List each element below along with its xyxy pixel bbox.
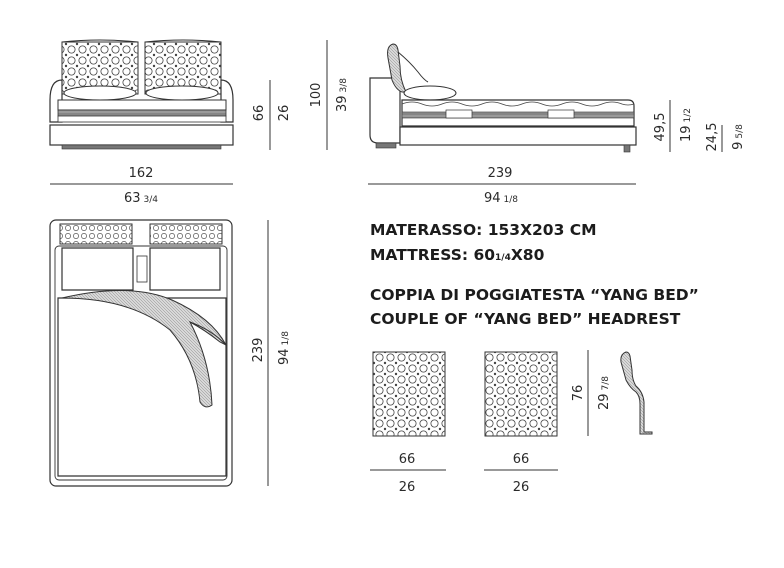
headrest-left-width-cm: 66 <box>399 452 416 467</box>
side-mattress-height-in: 191/2 <box>679 108 694 142</box>
headrest-panel-right <box>484 351 558 437</box>
front-pillow-right <box>145 85 219 101</box>
front-width-cm: 162 <box>129 166 154 181</box>
front-headboard-in: 26 <box>277 105 292 122</box>
top-folded-sheet <box>61 289 228 408</box>
front-headrest-right <box>144 41 222 95</box>
front-mattress <box>57 99 227 111</box>
top-headrest-left <box>59 223 133 245</box>
side-length-cm: 239 <box>488 166 513 181</box>
mattress-size-en: MATTRESS: 601/4X80 <box>370 246 545 264</box>
front-headrest-left <box>61 41 139 95</box>
headrest-left-width-in: 26 <box>399 480 416 495</box>
side-frame-height-in: 95/8 <box>731 124 746 150</box>
side-mattress-height-cm: 49,5 <box>653 113 668 142</box>
headrest-profile <box>620 351 653 435</box>
top-headrest-right <box>149 223 223 245</box>
front-bed-base <box>49 124 234 146</box>
front-total-height-cm: 100 <box>309 83 324 108</box>
front-pillow-left <box>63 85 137 101</box>
headrest-right-width-in: 26 <box>513 480 530 495</box>
headrest-detail: 66 26 66 26 76 297/8 <box>370 350 653 495</box>
headrest-height-in: 297/8 <box>597 376 612 410</box>
mattress-size-it: MATERASSO: 153X203 CM <box>370 221 597 239</box>
headrest-title-en: COUPLE OF “YANG BED” HEADREST <box>370 310 681 328</box>
top-length-cm: 239 <box>251 338 266 363</box>
headrest-height-cm: 76 <box>571 385 586 402</box>
front-headboard-cm: 66 <box>252 105 267 122</box>
spec-text: MATERASSO: 153X203 CM MATTRESS: 601/4X80… <box>370 221 699 328</box>
front-total-height-in: 393/8 <box>335 78 350 112</box>
headrest-panel-left <box>372 351 446 437</box>
top-pillow-right <box>149 247 221 291</box>
top-length-in: 941/8 <box>277 331 292 365</box>
side-bed-base <box>399 126 637 146</box>
headrest-right-width-cm: 66 <box>513 452 530 467</box>
top-pillow-left <box>61 247 134 291</box>
side-headboard <box>369 77 401 144</box>
side-frame-height-cm: 24,5 <box>705 123 720 152</box>
top-view: 239 941/8 <box>49 219 292 487</box>
headrest-title-it: COPPIA DI POGGIATESTA “YANG BED” <box>370 286 699 304</box>
side-pillow <box>403 85 457 101</box>
